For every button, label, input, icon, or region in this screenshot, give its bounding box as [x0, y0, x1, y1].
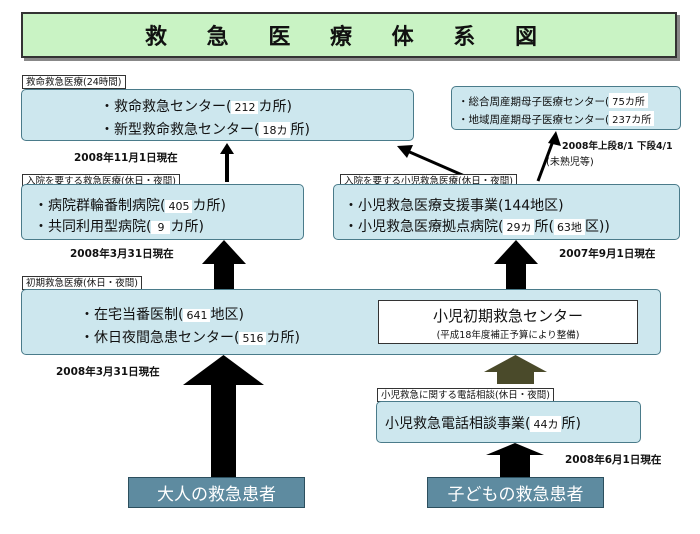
pediatric-center-title: 小児初期救急センター: [432, 307, 583, 325]
primary-to-pediatric-secondary-arrow: [494, 240, 538, 290]
pediatric-secondary-line-1: ・小児救急医療支援事業(144地区): [344, 198, 564, 214]
tertiary-date: 2008年11月1日現在: [74, 152, 178, 164]
tertiary-count-2: 18カ: [259, 122, 291, 138]
primary-count-2: 516: [239, 332, 267, 345]
tertiary-tag: 救命救急医療(24時間): [22, 75, 126, 89]
primary-date: 2008年3月31日現在: [56, 366, 160, 378]
perinatal-box: ・総合周産期母子医療センター(75カ所 ・地域周産期母子医療センター(237カ所: [451, 86, 681, 130]
perinatal-count-1: 75カ所: [609, 93, 648, 108]
pediatric-center-note: (平成18年度補正予算により整備): [436, 330, 580, 341]
pediatric-primary-center: 小児初期救急センター (平成18年度補正予算により整備): [378, 300, 638, 344]
pediatric-secondary-count-2: 63地: [553, 219, 585, 235]
primary-to-secondary-arrow: [202, 240, 246, 290]
secondary-to-tertiary-arrow: [220, 143, 234, 182]
page-title: 救 急 医 療 体 系 図: [21, 12, 677, 58]
phone-box: 小児救急電話相談事業(44カ所): [376, 401, 641, 443]
secondary-count-1: 405: [165, 200, 193, 213]
phone-line: 小児救急電話相談事業(44カ所): [385, 416, 581, 432]
pediatric-secondary-box: ・小児救急医療支援事業(144地区) ・小児救急医療拠点病院(29カ所(63地区…: [333, 184, 680, 240]
pediatric-secondary-line-2: ・小児救急医療拠点病院(29カ所(63地区)): [344, 219, 610, 235]
phone-to-center-arrow: [484, 355, 547, 384]
perinatal-date: 2008年上段8/1 下段4/1: [562, 141, 673, 152]
child-to-phone-arrow: [486, 443, 544, 478]
tertiary-line-2: ・新型救命救急センター(18カ所): [100, 122, 310, 138]
perinatal-note: (未熟児等): [546, 157, 594, 168]
secondary-count-2: 9: [151, 221, 171, 234]
child-patient-box: 子どもの救急患者: [427, 477, 604, 508]
pediatric-secondary-date: 2007年9月1日現在: [559, 248, 656, 260]
tertiary-count-1: 212: [231, 101, 259, 114]
pediatric-secondary-count-1: 29カ: [503, 219, 535, 235]
primary-count-1: 641: [183, 309, 211, 322]
phone-date: 2008年6月1日現在: [565, 454, 662, 466]
pediatric-to-perinatal-head: [548, 131, 561, 146]
pediatric-to-tertiary-head: [397, 145, 413, 158]
perinatal-line-2: ・地域周産期母子医療センター(237カ所: [458, 111, 655, 127]
perinatal-line-1: ・総合周産期母子医療センター(75カ所: [458, 93, 648, 109]
adult-patient-box: 大人の救急患者: [128, 477, 305, 508]
pediatric-to-perinatal-line: [536, 140, 555, 182]
adult-up-arrow: [183, 355, 264, 477]
perinatal-count-2: 237カ所: [609, 111, 655, 126]
secondary-date: 2008年3月31日現在: [70, 248, 174, 260]
phone-count: 44カ: [530, 416, 562, 432]
